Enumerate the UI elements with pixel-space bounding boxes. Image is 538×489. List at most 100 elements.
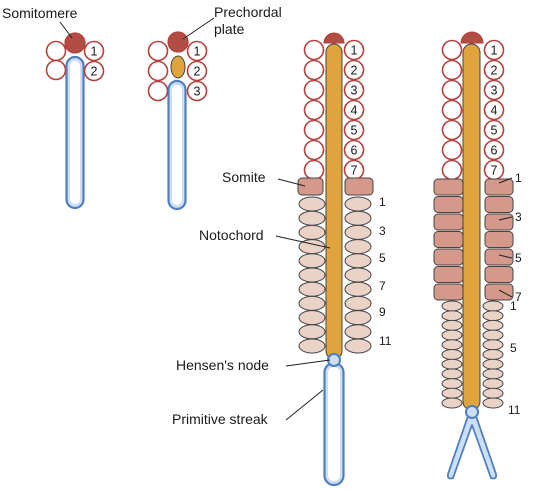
stage2-somitomere: [147, 40, 169, 62]
stage4-somite-number: 5: [515, 251, 522, 265]
stage4-somite-right: [484, 178, 514, 196]
stage3-somite-row-right: [344, 338, 372, 354]
numbered-somitomere: [83, 40, 105, 62]
numbered-somitomere: [483, 79, 505, 101]
stage4-somitomere-left: [441, 79, 463, 101]
somitomere-number: 6: [491, 144, 498, 158]
somitomere-number: 7: [351, 164, 358, 178]
stage4-somite-7-leader: [498, 289, 513, 298]
stage4-somite-right: [484, 231, 514, 248]
stage4-somite-left: [433, 231, 464, 248]
primitive-streak-label: Primitive streak: [172, 411, 269, 427]
numbered-somitomere: [186, 40, 208, 62]
stage4-somitomere-left: [441, 59, 463, 81]
somitomere-number: 1: [91, 45, 98, 59]
somitomere-number: 5: [351, 124, 358, 138]
numbered-somitomere: [343, 139, 365, 161]
stage4-primitive-streak: [446, 415, 498, 480]
stage4-somite-left: [433, 266, 464, 283]
numbered-somitomere: [343, 99, 365, 121]
stage4-somite-right: [484, 283, 514, 301]
somitomere-number: 4: [351, 104, 358, 118]
stage4-lower-number: 5: [510, 341, 517, 355]
stage3-somitomere-left: [303, 99, 325, 121]
stage4-somite-row-right: [482, 339, 504, 351]
somitomere-number: 7: [491, 164, 498, 178]
stage4-somite-left: [433, 283, 464, 301]
stage3-somite-row-right: [344, 310, 372, 326]
stage3-somite-row-right: [344, 210, 372, 226]
stage3-somite-row-left: [298, 253, 326, 269]
somitomere-number: 2: [194, 65, 201, 79]
stage4-somite-row-left: [441, 319, 463, 331]
stage3-somite-row-right: [344, 224, 372, 240]
stage3-prechordal-plate: [323, 32, 345, 44]
stage3-somite-row-right: [344, 324, 372, 340]
stage3-somitomere-left: [303, 159, 325, 181]
stage4-somitomere-left: [441, 99, 463, 121]
stage4-somite-row-right: [482, 310, 504, 322]
stage3-somite-row-right: [344, 281, 372, 297]
stage4-somite-row-right: [482, 387, 504, 399]
stage4-somite-row-right: [482, 358, 504, 370]
numbered-somitomere: [483, 59, 505, 81]
stage4-somite-row-right: [482, 397, 504, 409]
stage3-somite-row-right: [344, 253, 372, 269]
stage4-lower-number: 1: [510, 299, 517, 313]
stage4-somite-row-right: [482, 349, 504, 360]
prechordal-plate-label-line2: plate: [214, 21, 245, 37]
stage4-somite-row-left: [441, 387, 463, 399]
stage4-somite-row-left: [441, 310, 463, 322]
somite-leader: [277, 178, 306, 187]
numbered-somitomere: [186, 80, 208, 102]
stage4-somite-row-left: [441, 349, 463, 360]
somitomere-leader: [59, 21, 73, 39]
stage4-somite-number: 3: [515, 210, 522, 224]
stage3-somitomere-left: [303, 79, 325, 101]
stage3-somitomere-left: [303, 39, 325, 61]
stage4-somite-3-leader: [498, 216, 513, 221]
stage3-notochord: [325, 43, 343, 360]
stage4-somitomere-left: [441, 119, 463, 141]
somitomere-number: 1: [351, 44, 358, 58]
numbered-somitomere: [343, 119, 365, 141]
somitomere-number: 2: [91, 65, 98, 79]
stage3-somite-row-right: [344, 295, 372, 311]
stage3-somitomere-left: [303, 119, 325, 141]
stage4-somite-left: [433, 178, 464, 196]
stage4-somite-1-leader: [498, 177, 513, 184]
stage4-lower-number: 11: [508, 403, 521, 417]
stage4-somite-row-left: [441, 339, 463, 351]
stage3-somite-number: 11: [379, 334, 392, 348]
somitomere-number: 2: [351, 64, 358, 78]
stage4-somite-number: 7: [515, 290, 522, 304]
stage4-somite-row-right: [482, 368, 504, 380]
stage4-somite-row-left: [441, 378, 463, 390]
stage3-somite-row-left: [298, 338, 326, 354]
stage3-somite-number: 7: [379, 279, 386, 293]
stage3-somite-number: 9: [379, 305, 386, 319]
somitomere-number: 1: [491, 44, 498, 58]
stage4-somite-row-right: [482, 319, 504, 331]
numbered-somitomere: [483, 39, 505, 61]
stage4-somite-right: [484, 213, 514, 231]
stage4-somite-row-right: [482, 300, 504, 312]
numbered-somitomere: [186, 60, 208, 82]
stage4-notochord: [462, 43, 481, 411]
stage3-somite-row-left: [298, 224, 326, 240]
stage4-somite-right: [484, 248, 514, 266]
stage4-somitomere-left: [441, 39, 463, 61]
stage4-somite-row-left: [441, 358, 463, 370]
somitomere-number: 4: [491, 104, 498, 118]
stage3-somite-row-left: [298, 196, 326, 212]
stage4-somite-left: [433, 196, 464, 213]
stage4-somite-right: [484, 196, 514, 213]
somitomere-number: 6: [351, 144, 358, 158]
stage4-somitomere-left: [441, 139, 463, 161]
stage3-somite-right: [344, 177, 374, 196]
stage1-prechordal-plate: [64, 32, 86, 54]
stage4-somite-row-left: [441, 329, 463, 341]
stage3-somite-row-right: [344, 239, 372, 255]
